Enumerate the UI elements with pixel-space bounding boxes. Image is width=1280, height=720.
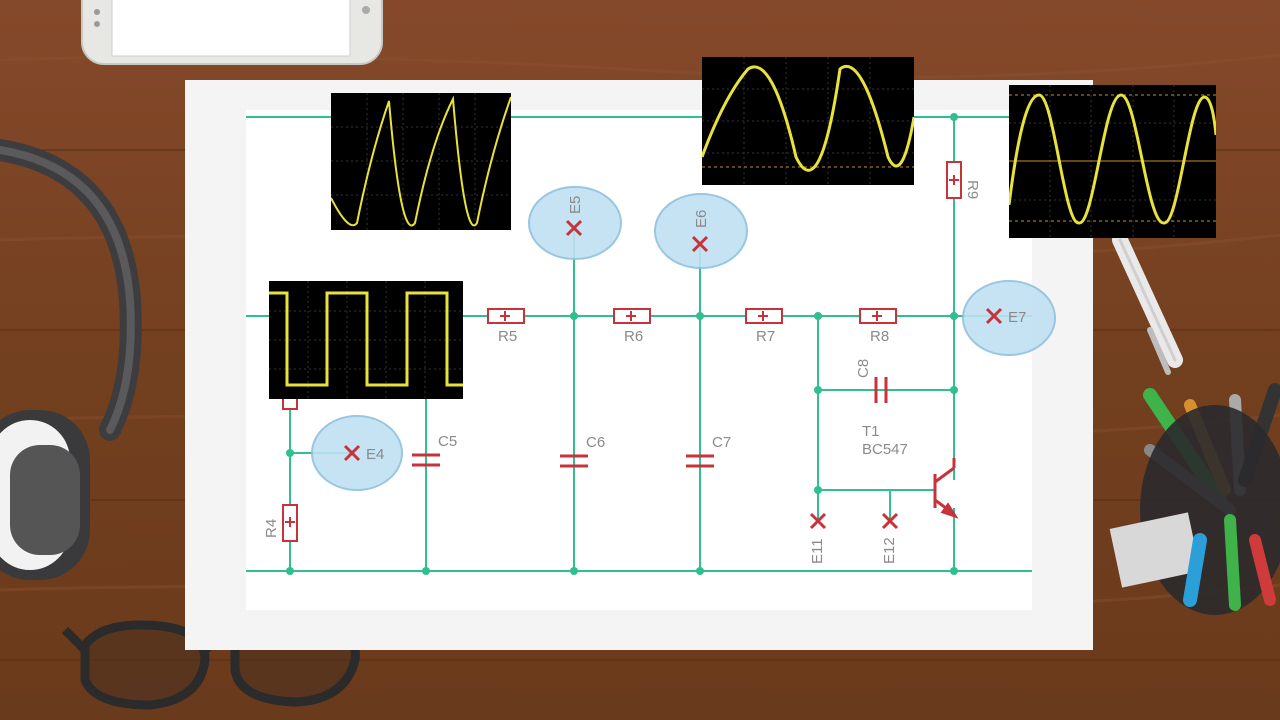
scope-square <box>269 281 463 399</box>
scope-sawtooth <box>331 93 511 230</box>
pencil-cup <box>1109 383 1280 615</box>
label-c8: C8 <box>855 359 872 378</box>
label-e12: E12 <box>881 537 898 564</box>
capacitor-c6 <box>560 454 588 468</box>
junctions <box>286 113 958 575</box>
phone <box>81 0 383 65</box>
capacitor-c7 <box>686 454 714 468</box>
resistor-r6 <box>613 308 651 324</box>
waveform-square <box>269 291 463 387</box>
label-e5: E5 <box>567 196 584 214</box>
label-e7: E7 <box>1008 309 1026 326</box>
scope-triangle <box>702 57 914 185</box>
label-e4: E4 <box>366 446 384 463</box>
label-t1-part: BC547 <box>862 441 908 458</box>
capacitor-c5 <box>412 453 440 467</box>
waveform-sawtooth <box>331 95 511 227</box>
capacitor-c8 <box>874 377 888 403</box>
label-c5: C5 <box>438 433 457 450</box>
label-c6: C6 <box>586 434 605 451</box>
resistor-r9 <box>946 161 962 199</box>
label-r5: R5 <box>498 328 517 345</box>
scope-sine <box>1009 85 1216 238</box>
transistor-t1 <box>933 458 959 519</box>
label-t1: T1 <box>862 423 880 440</box>
label-r7: R7 <box>756 328 775 345</box>
pen <box>1112 232 1183 375</box>
waveform-triangle <box>702 64 914 172</box>
resistor-r4 <box>282 504 298 542</box>
headphones <box>0 139 142 580</box>
label-c7: C7 <box>712 434 731 451</box>
resistor-r8 <box>859 308 897 324</box>
label-r6: R6 <box>624 328 643 345</box>
probe-bubbles <box>311 186 1056 491</box>
label-r4: R4 <box>263 519 280 538</box>
label-e11: E11 <box>809 538 826 564</box>
resistor-r7 <box>745 308 783 324</box>
resistor-r5 <box>487 308 525 324</box>
label-r9: R9 <box>964 180 981 199</box>
label-e6: E6 <box>693 210 710 228</box>
waveform-sine <box>1009 93 1216 225</box>
label-r8: R8 <box>870 328 889 345</box>
probe-markers <box>343 219 1003 530</box>
